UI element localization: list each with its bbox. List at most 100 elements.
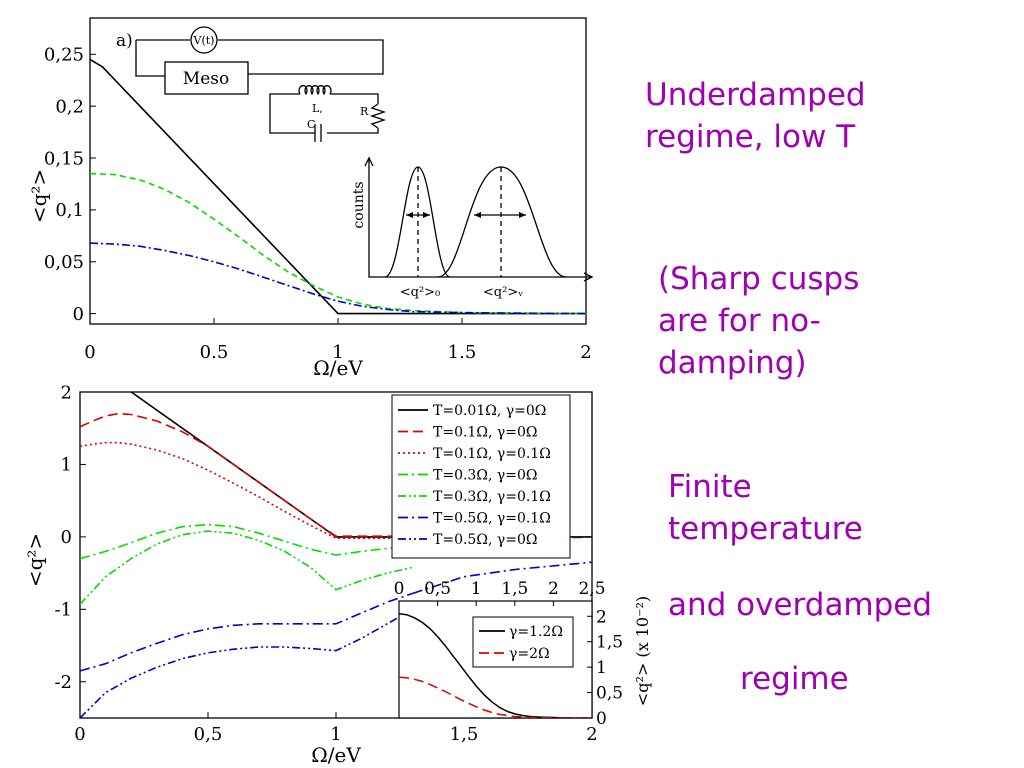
bottom-y-axis-label: <q²> — [23, 533, 47, 587]
wide-peak — [437, 166, 567, 278]
y-tick-label: 0,2 — [55, 96, 84, 117]
inset-y-axis-label: <q²> (x 10⁻²) — [633, 596, 652, 706]
inset-legend-label: γ=2Ω — [509, 646, 550, 662]
bottom-legend-box — [391, 394, 571, 559]
x-tick-label: 1 — [332, 342, 343, 363]
series-line — [80, 412, 413, 538]
y-tick-label: 0 — [73, 304, 84, 325]
bottom-x-axis-label: Ω/eV — [311, 743, 361, 767]
note-regime: regime — [740, 661, 849, 697]
legend-label: T=0.01Ω, γ=0Ω — [433, 403, 546, 419]
inset-y-tick-label: 0,5 — [596, 684, 623, 704]
note-line: Underdamped — [645, 77, 866, 113]
inset-counts-axis-arrowhead-y — [364, 156, 374, 167]
series-line — [80, 608, 414, 718]
bottom-legend: T=0.01Ω, γ=0Ω T=0.1Ω, γ=0Ω T=0.1Ω, γ=0.1Ω T… — [398, 403, 551, 548]
inset-legend-label: γ=1.2Ω — [509, 624, 563, 640]
circuit-diagram — [135, 26, 387, 142]
voltage-source-circle — [190, 26, 218, 54]
note-line: temperature — [668, 511, 863, 547]
note-line: regime, low T — [645, 119, 856, 155]
y-tick-label: -2 — [54, 672, 72, 693]
x-tick-label: 2 — [580, 342, 591, 363]
legend-label: T=0.3Ω, γ=0.1Ω — [433, 489, 551, 505]
distribution-inset — [364, 156, 594, 282]
circuit-wire-rlc-left — [269, 93, 315, 134]
meso-box — [164, 61, 249, 95]
y-tick-label: 0,1 — [55, 200, 84, 221]
arrowhead — [423, 212, 430, 218]
y-tick-label: 0 — [61, 527, 72, 548]
inset-x-tick-label: 2,5 — [578, 579, 605, 599]
inset-y-tick-label: 2 — [596, 607, 607, 627]
series-line — [80, 592, 414, 672]
inset-y-tick-label: 0 — [596, 709, 607, 729]
legend-label: T=0.1Ω, γ=0.1Ω — [433, 446, 551, 462]
series-line — [399, 676, 592, 718]
voltage-source-label: V(t) — [193, 34, 215, 47]
y-tick-label: 1 — [61, 455, 72, 476]
inset-x-tick-label: 2 — [548, 579, 559, 599]
resistor-zigzag — [369, 103, 387, 129]
inset-y-tick-label: 1 — [596, 658, 607, 678]
top-series — [90, 58, 586, 315]
inset-tick-q0: <q²>₀ — [400, 285, 441, 300]
y-tick-label: 0,15 — [44, 148, 84, 169]
inset-y-ticks: 0 0,5 1 1,5 2 — [587, 607, 623, 729]
inset-tick-qv: <q²>ᵥ — [483, 285, 523, 300]
circuit-wire-left — [135, 40, 165, 77]
top-y-axis-label: <q²> — [27, 169, 51, 223]
top-x-axis-label: Ω/eV — [313, 356, 363, 380]
series-line — [80, 441, 413, 540]
series-line — [80, 530, 413, 605]
note-line: damping) — [658, 345, 807, 381]
x-tick-label: 1,5 — [450, 724, 479, 745]
x-tick-label: 0.5 — [200, 342, 229, 363]
arrowhead — [474, 212, 481, 218]
capacitor-label: C — [307, 118, 315, 131]
inset-y-tick-label: 1,5 — [596, 633, 623, 653]
inset-arrowheads — [406, 212, 526, 218]
inset-x-tick-label: 0 — [394, 579, 405, 599]
inductor-coil — [298, 85, 332, 96]
note-overdamped: and overdamped — [668, 587, 933, 623]
x-tick-label: 0 — [74, 724, 85, 745]
circuit-wire-top-right — [218, 39, 384, 75]
circuit-wire-rlc-bottom — [327, 128, 379, 134]
inductor-label: L, — [312, 102, 323, 115]
note-underdamped: Underdamped regime, low T — [645, 74, 866, 158]
x-tick-label: 0,5 — [194, 724, 223, 745]
x-tick-label: 2 — [586, 724, 597, 745]
y-tick-label: 0,05 — [44, 252, 84, 273]
top-y-ticks: 00,050,10,150,20,25 — [44, 45, 96, 325]
y-tick-label: -1 — [54, 600, 72, 621]
inset-x-ticks: 0 0,5 1 1,5 2 2,5 — [394, 579, 606, 606]
inset-legend: γ=1.2Ω γ=2Ω — [479, 624, 563, 662]
series-line — [90, 58, 586, 315]
y-tick-label: 2 — [61, 382, 72, 403]
inset-x-tick-label: 1,5 — [501, 579, 528, 599]
x-tick-label: 0 — [84, 342, 95, 363]
inset-counts-label: counts — [351, 181, 367, 228]
circuit-wire-rlc-right — [330, 93, 379, 104]
top-panel-label: a) — [116, 31, 133, 51]
legend-label: T=0.5Ω, γ=0Ω — [433, 532, 537, 548]
note-sharp-cusps: (Sharp cusps are for no- damping) — [658, 258, 859, 384]
legend-label: T=0.5Ω, γ=0.1Ω — [433, 511, 551, 527]
x-tick-label: 1 — [330, 724, 341, 745]
meso-label: Meso — [183, 69, 229, 89]
inset-counts-axis-arrowhead-x — [583, 272, 594, 282]
note-line: (Sharp cusps — [658, 261, 860, 297]
note-line: are for no- — [658, 303, 821, 339]
bottom-y-ticks: -2 -1 0 1 2 — [54, 382, 86, 693]
inset-x-tick-label: 1 — [471, 579, 482, 599]
series-line — [412, 561, 592, 595]
series-line — [80, 523, 413, 560]
legend-label: T=0.1Ω, γ=0Ω — [433, 425, 537, 441]
inset-series — [399, 612, 592, 718]
inset-x-tick-label: 0,5 — [424, 579, 451, 599]
arrowhead — [406, 212, 413, 218]
